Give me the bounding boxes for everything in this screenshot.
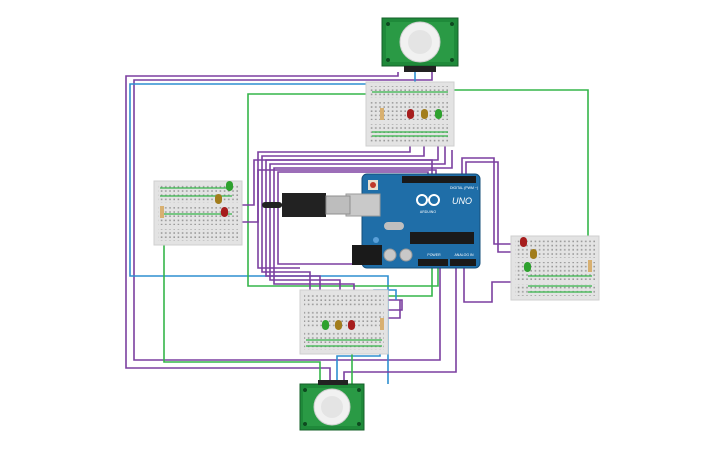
wire-purple[interactable] bbox=[343, 262, 457, 384]
brand-label: ARDUINO bbox=[420, 210, 436, 214]
wire-green[interactable] bbox=[247, 93, 439, 287]
mount-hole bbox=[303, 422, 307, 426]
mount-hole bbox=[357, 388, 361, 392]
mount-hole bbox=[450, 22, 454, 26]
wire-purple[interactable] bbox=[463, 262, 520, 303]
wire-green[interactable] bbox=[450, 89, 589, 240]
wire-purple[interactable] bbox=[125, 72, 399, 384]
breadboard-bottom bbox=[299, 289, 389, 355]
wire-purple[interactable] bbox=[257, 145, 411, 269]
wire-purple[interactable] bbox=[277, 171, 429, 265]
led-green[interactable] bbox=[435, 109, 442, 119]
usb-port[interactable] bbox=[345, 193, 381, 217]
mount-hole bbox=[303, 388, 307, 392]
mount-hole bbox=[450, 58, 454, 62]
usb-cable-plug[interactable] bbox=[262, 193, 351, 217]
wire-green[interactable] bbox=[163, 220, 321, 384]
mount-hole bbox=[386, 58, 390, 62]
mount-hole bbox=[386, 22, 390, 26]
power-header[interactable] bbox=[418, 259, 448, 266]
led-group-top bbox=[380, 108, 442, 120]
resistor[interactable] bbox=[160, 206, 164, 218]
wire-purple[interactable] bbox=[133, 72, 441, 361]
led-green[interactable] bbox=[226, 181, 233, 191]
board-model-label: UNO bbox=[452, 196, 472, 206]
led-red[interactable] bbox=[520, 237, 527, 247]
digital-header[interactable] bbox=[402, 176, 476, 183]
led-amber[interactable] bbox=[215, 194, 222, 204]
resistor[interactable] bbox=[380, 108, 384, 120]
resistor[interactable] bbox=[588, 260, 592, 272]
wire-purple[interactable] bbox=[261, 145, 425, 290]
wire-purple[interactable] bbox=[465, 161, 520, 253]
atmega-chip bbox=[410, 232, 474, 244]
resistor[interactable] bbox=[380, 318, 384, 330]
wire-purple[interactable] bbox=[461, 157, 520, 245]
led-amber[interactable] bbox=[335, 320, 342, 330]
led-group-bottom bbox=[322, 318, 384, 330]
led-red[interactable] bbox=[221, 207, 228, 217]
led-amber[interactable] bbox=[421, 109, 428, 119]
wire-purple[interactable] bbox=[380, 299, 403, 311]
mount-hole bbox=[357, 422, 361, 426]
wire-purple[interactable] bbox=[230, 159, 433, 206]
led-red[interactable] bbox=[348, 320, 355, 330]
wire-purple[interactable] bbox=[269, 145, 446, 290]
led-amber[interactable] bbox=[530, 249, 537, 259]
digital-label: DIGITAL (PWM ~) bbox=[450, 186, 478, 190]
led-group-right bbox=[520, 237, 592, 272]
pir-sensor-top[interactable] bbox=[381, 17, 459, 72]
wire-purple[interactable] bbox=[273, 150, 453, 290]
arduino-board[interactable]: DIGITAL (PWM ~) POWER ANALOG IN UNO ARDU… bbox=[345, 173, 481, 269]
led-green[interactable] bbox=[524, 262, 531, 272]
power-label: POWER bbox=[427, 253, 441, 257]
analog-label: ANALOG IN bbox=[454, 253, 474, 257]
breadboard-left bbox=[153, 180, 243, 246]
pir-sensor-bottom[interactable] bbox=[299, 380, 365, 431]
dc-power-jack[interactable] bbox=[352, 245, 382, 265]
wire-purple[interactable] bbox=[232, 169, 437, 223]
analog-header[interactable] bbox=[450, 259, 476, 266]
led-green[interactable] bbox=[322, 320, 329, 330]
led-group-left bbox=[160, 181, 233, 218]
wire-purple[interactable] bbox=[384, 300, 401, 319]
arduino-logo bbox=[416, 194, 440, 206]
led-red[interactable] bbox=[407, 109, 414, 119]
wire-purple[interactable] bbox=[265, 145, 439, 290]
breadboard-right bbox=[510, 235, 600, 301]
